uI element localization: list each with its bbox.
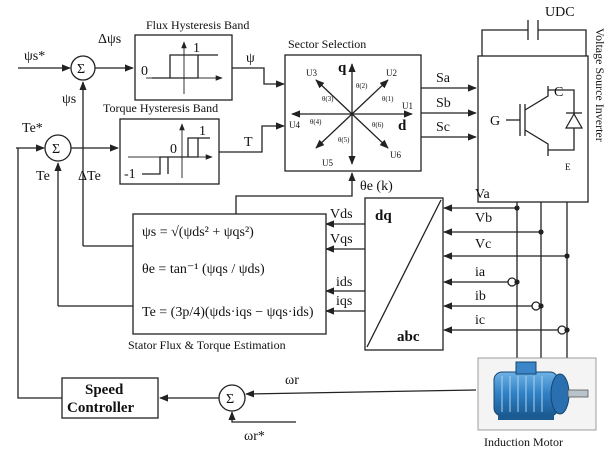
- dq-abc-transform-block: dq abc: [364, 197, 444, 351]
- diode-icon: [564, 112, 584, 129]
- transform-dq: dq: [375, 208, 392, 224]
- sector-vectors: [291, 63, 413, 165]
- sector-theta4: θ(4): [310, 118, 322, 126]
- t-out-label: T: [244, 135, 253, 150]
- estimation-title: Stator Flux & Torque Estimation: [128, 338, 286, 352]
- sector-d: d: [398, 118, 407, 134]
- delta-te-label: ΔTe: [78, 169, 101, 184]
- theta-line: [235, 172, 356, 214]
- torque-hyst-zero: 0: [170, 142, 177, 157]
- sector-u6: U6: [390, 150, 401, 160]
- motor-label: Induction Motor: [484, 435, 563, 449]
- sector-theta1: θ(1): [382, 95, 394, 103]
- speed-summer-symbol: Σ: [226, 392, 234, 407]
- speed-controller-line1: Speed: [85, 382, 124, 398]
- induction-motor: [477, 357, 597, 431]
- omega-r-line: [245, 389, 477, 398]
- torque-hyst-one: 1: [199, 124, 206, 139]
- vds-label: Vds: [330, 207, 353, 222]
- flux-summer-symbol: Σ: [77, 62, 85, 77]
- vqs-label: Vqs: [330, 232, 353, 247]
- sector-u2: U2: [386, 68, 397, 78]
- motor-feet: [498, 414, 554, 420]
- sector-theta6: θ(6): [372, 121, 384, 129]
- torque-summer-symbol: Σ: [52, 142, 60, 157]
- psi-ref-label: ψs*: [24, 49, 45, 64]
- flux-hyst-one: 1: [193, 41, 200, 56]
- te-ref-label: Te*: [22, 121, 43, 136]
- psi-feedback-label: ψs: [62, 92, 76, 107]
- udc-label: UDC: [545, 5, 575, 20]
- igbt-e-label: E: [565, 162, 571, 172]
- sector-u4: U4: [289, 120, 300, 130]
- torque-band-title: Torque Hysteresis Band: [103, 101, 218, 115]
- flux-hysteresis-block: 1 0: [134, 34, 233, 101]
- sb-label: Sb: [436, 96, 451, 111]
- current-sensor-rings: [507, 277, 567, 335]
- sector-u1: U1: [402, 101, 413, 111]
- flux-hysteresis-loop: [152, 54, 218, 79]
- motor-shaft: [567, 389, 589, 398]
- delta-psi-label: Δψs: [98, 32, 121, 47]
- gate-g-label: G: [490, 114, 500, 129]
- igbt-c-label: C: [554, 85, 563, 100]
- sector-q: q: [338, 60, 347, 76]
- theta-label: θe (k): [360, 179, 393, 194]
- motor-end-cap: [550, 373, 570, 415]
- speed-summer: Σ: [218, 384, 246, 412]
- torque-summer: Σ: [44, 134, 72, 162]
- sector-theta2: θ(2): [356, 82, 368, 90]
- inverter-title: Voltage Source Inverter: [593, 28, 607, 142]
- motor-terminal-box: [515, 361, 537, 375]
- flux-equation: ψs = √(ψds² + ψqs²): [142, 225, 254, 240]
- torque-hyst-minus-one: -1: [124, 167, 136, 182]
- flux-summer: Σ: [70, 55, 96, 81]
- vc-label: Vc: [475, 237, 491, 252]
- torque-hysteresis-block: 1 0 -1: [119, 118, 220, 185]
- sector-u5: U5: [322, 158, 333, 168]
- current-sensor-dots: [514, 205, 570, 333]
- sector-theta5: θ(5): [338, 136, 350, 144]
- ic-label: ic: [475, 313, 485, 328]
- ids-label: ids: [336, 275, 352, 290]
- iqs-label: iqs: [336, 294, 352, 309]
- speed-controller-block: Speed Controller: [61, 377, 159, 419]
- sa-label: Sa: [436, 71, 451, 86]
- omega-r-label: ωr: [285, 373, 299, 388]
- speed-controller-line2: Controller: [67, 400, 135, 416]
- psi-out-label: ψ: [246, 51, 255, 66]
- flux-out-line: [232, 67, 285, 88]
- torque-out-line: [219, 122, 285, 153]
- inverter-block: G C E: [477, 55, 589, 203]
- sector-selection-block: q d U1 U2 U3 U4 U5 U6 θ(1) θ(2) θ(3) θ(4…: [284, 54, 422, 172]
- sector-title: Sector Selection: [288, 37, 366, 51]
- sector-theta3: θ(3): [322, 95, 334, 103]
- te-feedback-label: Te: [36, 169, 50, 184]
- va-label: Va: [475, 187, 491, 202]
- flux-hyst-zero: 0: [141, 64, 148, 79]
- ia-label: ia: [475, 265, 486, 280]
- flux-band-title: Flux Hysteresis Band: [146, 18, 249, 32]
- transform-abc: abc: [397, 329, 420, 345]
- vb-label: Vb: [475, 211, 492, 226]
- speed-to-torque-ref: [17, 148, 62, 399]
- dc-link-capacitor: [481, 20, 587, 56]
- sc-label: Sc: [436, 120, 450, 135]
- ib-label: ib: [475, 289, 486, 304]
- omega-ref-label: ωr*: [244, 429, 265, 444]
- angle-equation: θe = tan⁻¹ (ψqs / ψds): [142, 262, 265, 277]
- sector-u3: U3: [306, 68, 317, 78]
- torque-hysteresis-loop: [142, 137, 210, 175]
- torque-equation: Te = (3p/4)(ψds·iqs − ψqs·ids): [142, 305, 314, 320]
- omega-ref-line: [228, 411, 296, 423]
- estimation-block: ψs = √(ψds² + ψqs²) θe = tan⁻¹ (ψqs / ψd…: [132, 213, 327, 335]
